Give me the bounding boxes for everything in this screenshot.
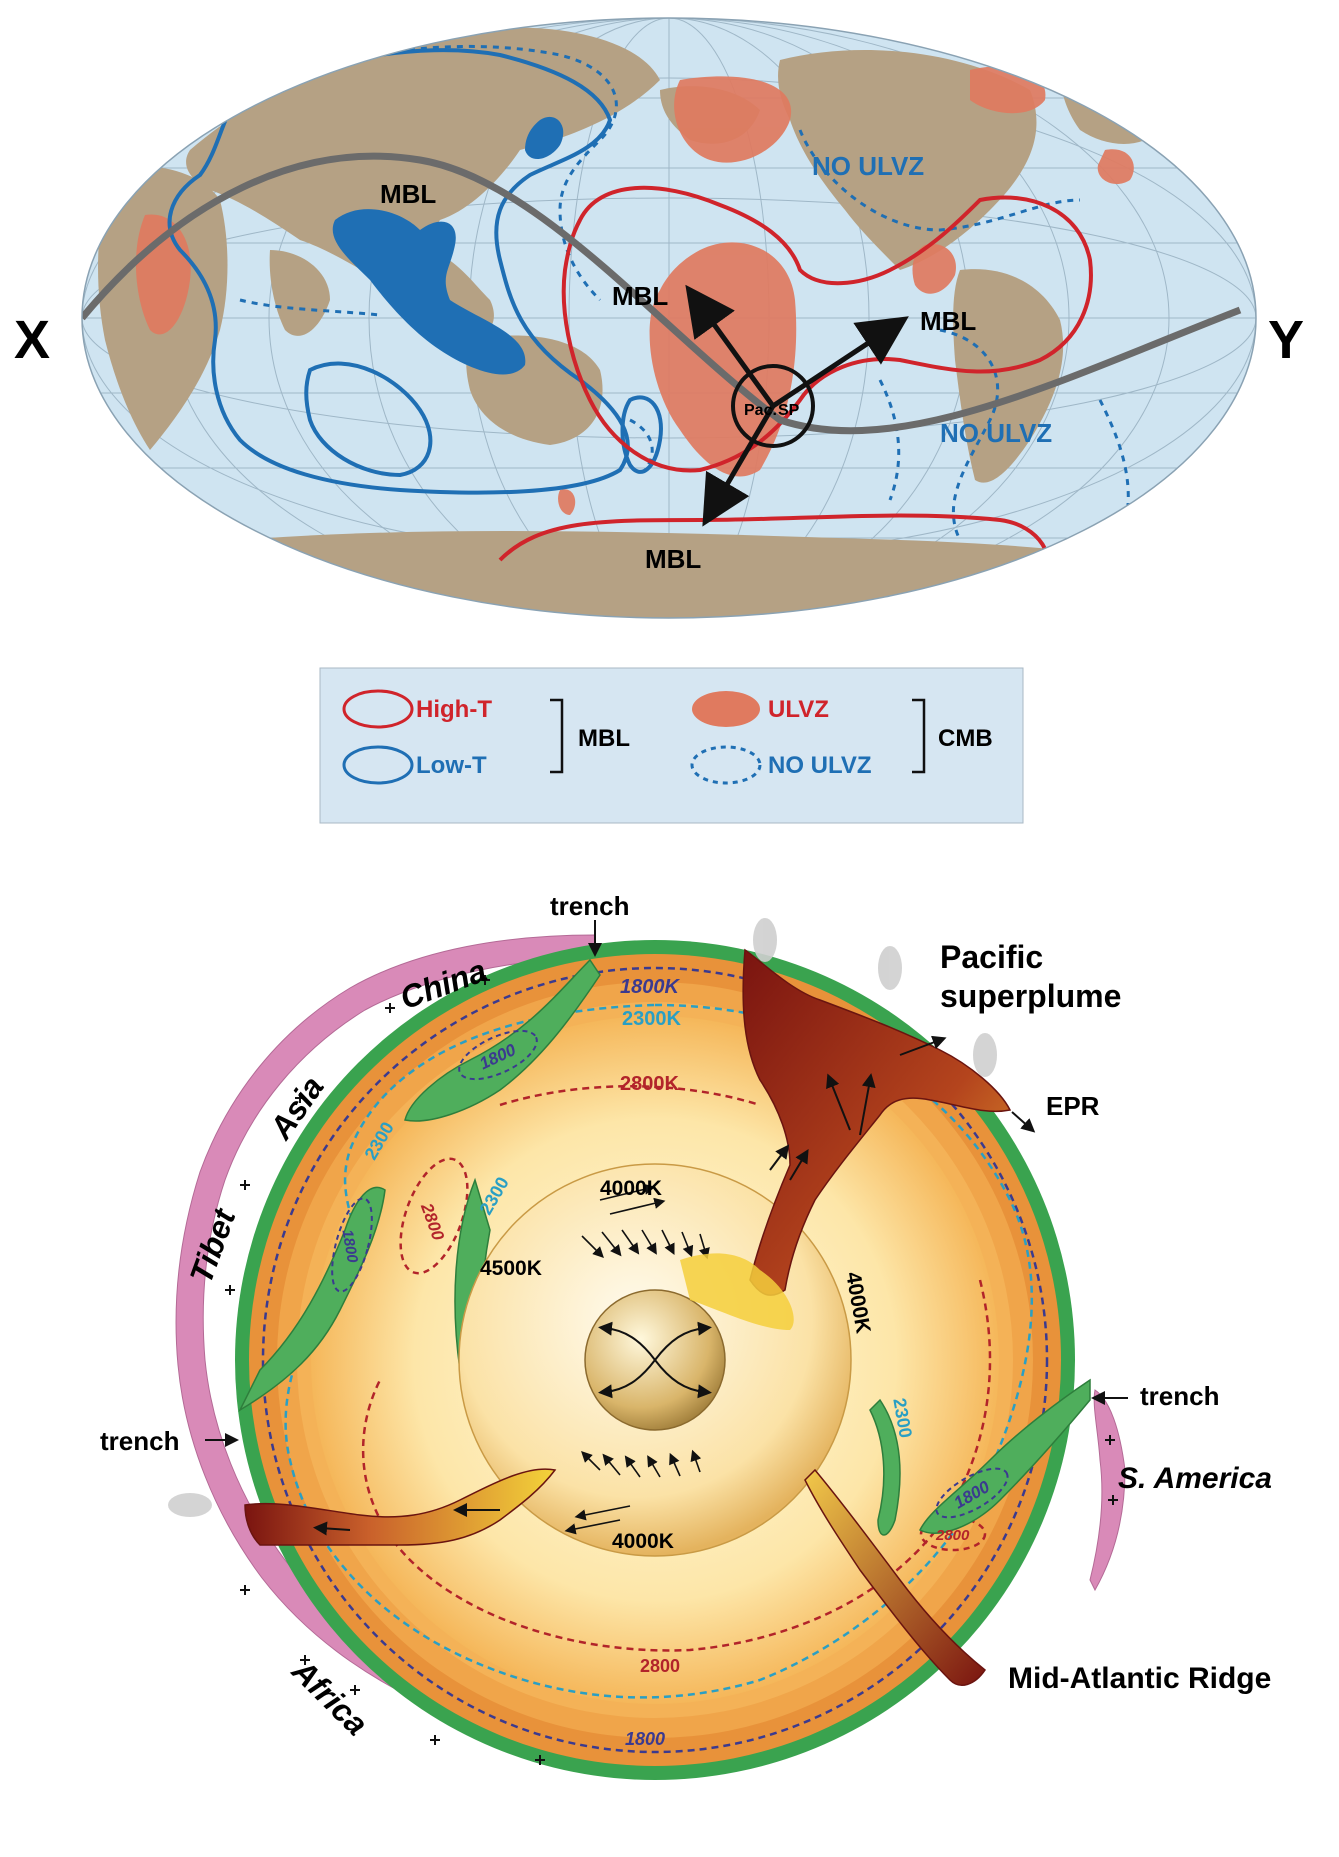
mid-atlantic-plume — [804, 1468, 987, 1686]
low-t-core — [332, 209, 526, 375]
label-4000k-top: 4000K — [600, 1177, 662, 1200]
s-america-label: S. America — [1118, 1462, 1272, 1495]
isotherm-2300k — [284, 1003, 1034, 1699]
legend-box — [319, 667, 1024, 824]
mbl-label-east: MBL — [920, 306, 976, 336]
label-4500k: 4500K — [480, 1257, 542, 1280]
continent-india — [269, 250, 330, 336]
label-1800-tibet: 1800 — [338, 1228, 361, 1264]
legend-high-t-swatch — [342, 689, 414, 729]
isotherm-1800-china-loop — [458, 1029, 538, 1081]
legend-low-t-label: Low-T — [416, 752, 487, 779]
mbl-profile-line — [82, 152, 1242, 435]
legend-cmb-label: CMB — [938, 725, 993, 752]
smoke-pacific-2 — [878, 946, 902, 990]
label-1800k: 1800K — [620, 976, 680, 998]
isotherm-1800-samerica-loop — [935, 1467, 1009, 1519]
plume-flow-arrows — [313, 1035, 947, 1536]
smoke-pacific-3 — [973, 1033, 997, 1077]
trench-left-label: trench — [100, 1426, 179, 1456]
epr-arrow — [1011, 1111, 1036, 1133]
slab-samerica — [918, 1378, 1091, 1534]
slab-tibet — [238, 1186, 386, 1412]
slab-cmb-right — [869, 1398, 901, 1536]
low-t-small — [525, 116, 564, 160]
legend-no-ulvz-label: NO ULVZ — [768, 752, 872, 779]
pacific-plume-head — [680, 1253, 794, 1330]
label-2800-bottom: 2800 — [640, 1656, 680, 1676]
mbl-label-south: MBL — [645, 544, 701, 574]
legend-no-ulvz-swatch — [690, 745, 762, 785]
no-ulvz-label-south: NO ULVZ — [940, 418, 1052, 448]
world-map: X Y MBL MBL MBL MBL NO ULVZ NO ULVZ Pac.… — [14, 17, 1304, 619]
ulvz-central-america — [912, 244, 956, 294]
map-outline — [81, 17, 1257, 619]
pac-sp-circle — [731, 364, 815, 448]
isotherm-2800k-left-loop — [399, 1157, 469, 1275]
volcano-smoke — [168, 918, 997, 1517]
legend-ulvz-swatch — [692, 691, 760, 727]
continent-plus-marks — [225, 975, 1118, 1765]
no-ulvz-label-north: NO ULVZ — [812, 151, 924, 181]
label-2300k: 2300K — [622, 1008, 681, 1030]
pacific-superplume-label-1: Pacific — [940, 939, 1043, 975]
trench-right-label: trench — [1140, 1381, 1219, 1411]
mbl-label-northwest: MBL — [380, 179, 436, 209]
label-2800-right: 2800 — [935, 1527, 970, 1544]
legend: High-T Low-T MBL ULVZ NO ULVZ CMB — [319, 667, 1024, 824]
continent-northamerica — [778, 50, 1037, 270]
inner-core-flow-arrows — [598, 1321, 712, 1399]
isotherm-1800k — [261, 966, 1049, 1754]
legend-bracket-mbl — [550, 698, 564, 774]
legend-ulvz-label: ULVZ — [768, 696, 829, 723]
slab-china — [404, 958, 601, 1122]
mbl-label-west: MBL — [612, 281, 668, 311]
earth-cross-section: 1800K 2300K 2800K 4000K 4500K 4000K 4000… — [100, 891, 1272, 1780]
smoke-pacific-1 — [753, 918, 777, 962]
sp-label: SP — [778, 402, 800, 419]
legend-bracket-cmb — [912, 698, 926, 774]
legend-mbl-label: MBL — [578, 725, 630, 752]
ulvz-north-pacific — [674, 76, 792, 163]
ulvz-australia — [558, 489, 576, 515]
isotherm-1800-tibet-loop — [331, 1197, 373, 1293]
epr-label: EPR — [1046, 1091, 1100, 1121]
map-x-label: X — [14, 310, 50, 370]
trench-top-label: trench — [550, 891, 629, 921]
low-t-contours — [167, 48, 663, 495]
mbl-arrows — [685, 284, 909, 527]
continent-southamerica — [953, 269, 1064, 483]
label-1800-bottom: 1800 — [625, 1729, 665, 1749]
map-y-label: Y — [1268, 310, 1304, 370]
continent-eurasia — [186, 27, 660, 280]
high-t-contours — [498, 185, 1093, 582]
label-2800k: 2800K — [620, 1073, 679, 1095]
pac-label: Pac. — [744, 402, 777, 419]
outer-core-flow-arrows — [564, 1183, 710, 1535]
continent-crust-right — [1089, 1389, 1126, 1592]
legend-high-t-label: High-T — [416, 696, 492, 723]
label-4000k-bottom: 4000K — [612, 1530, 674, 1553]
pacific-superplume-label-2: superplume — [940, 978, 1121, 1014]
mid-atlantic-ridge-label: Mid-Atlantic Ridge — [1008, 1662, 1271, 1695]
smoke-atlantic — [168, 1493, 212, 1517]
legend-low-t-swatch — [342, 745, 414, 785]
ulvz-europe-east — [1097, 149, 1134, 185]
